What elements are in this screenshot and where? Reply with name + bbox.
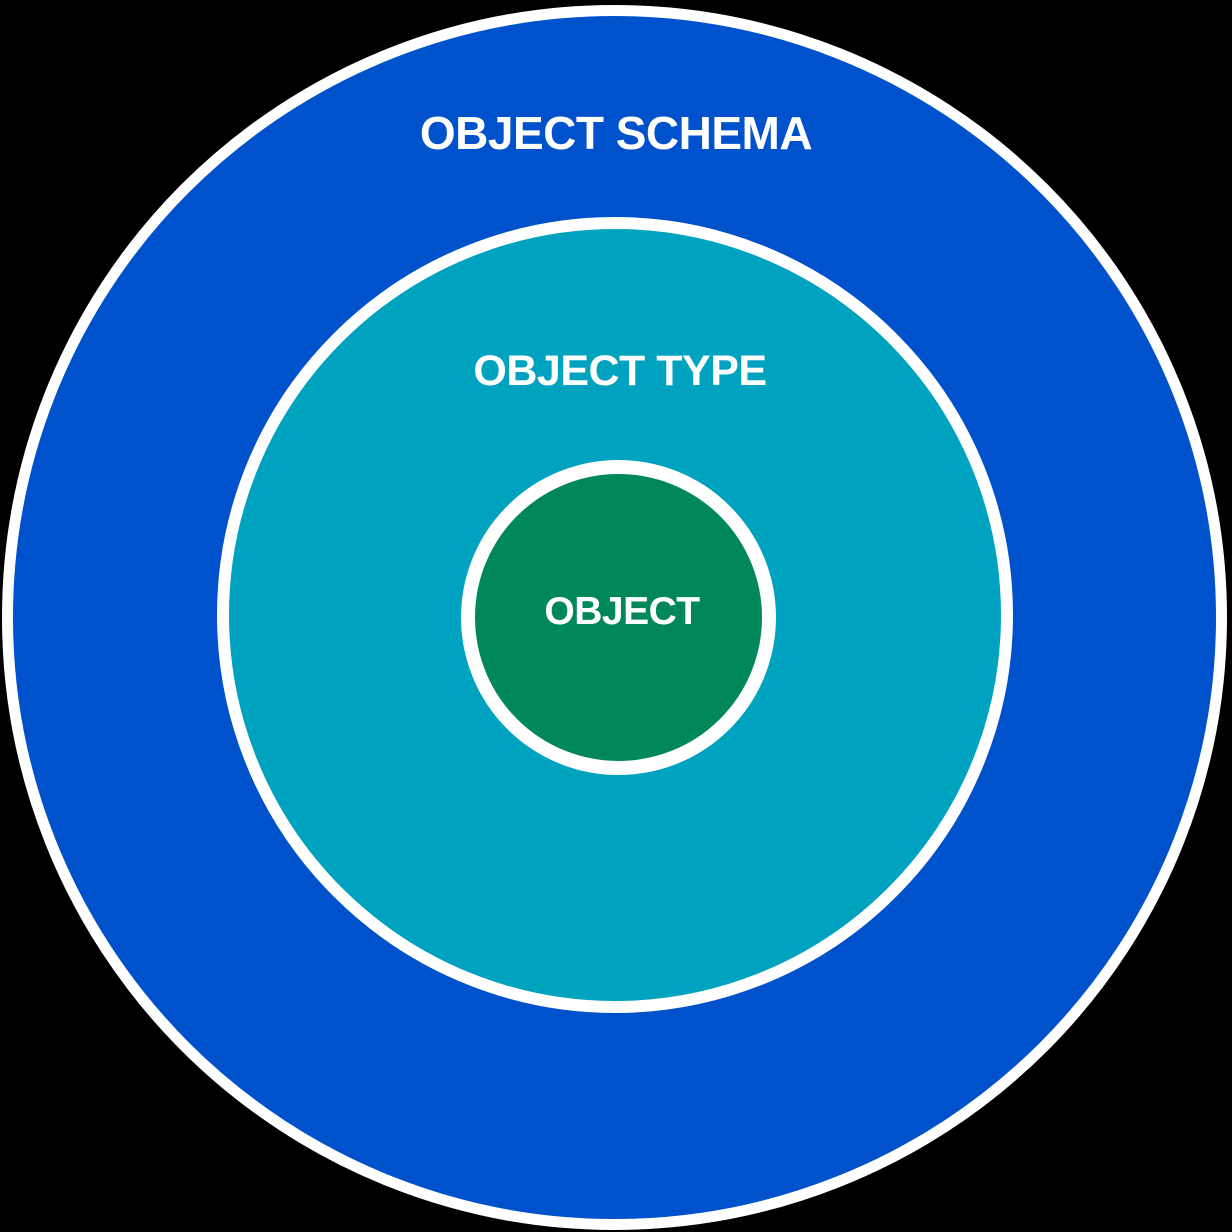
object-type-label: OBJECT TYPE (473, 347, 767, 395)
object-schema-label: OBJECT SCHEMA (419, 107, 813, 159)
object-label: OBJECT (544, 590, 700, 633)
